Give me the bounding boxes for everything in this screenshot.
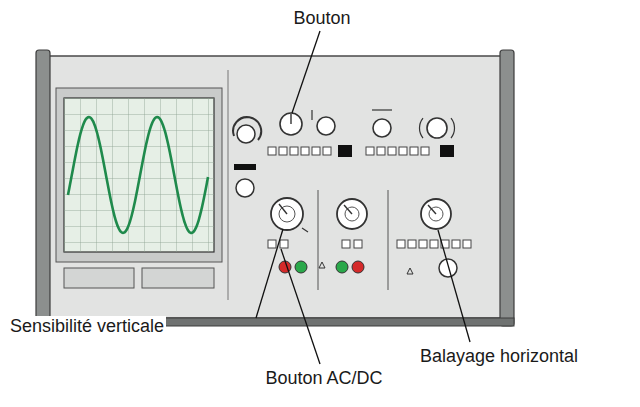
divider: [228, 70, 229, 300]
leader-line: [256, 31, 470, 364]
part-label: Bouton AC/DC: [263, 368, 384, 390]
part-label: Bouton: [291, 8, 352, 30]
knob: [236, 179, 254, 197]
part-label: Sensibilité verticale: [8, 316, 166, 338]
part-label: Balayage horizontal: [418, 346, 580, 368]
housing: [46, 56, 504, 318]
horizontal-sweep-knob: [421, 199, 451, 229]
button-row: [268, 147, 471, 248]
vertical-sensitivity-knob: [271, 198, 303, 230]
power-button: [439, 259, 457, 277]
screen: [64, 98, 214, 252]
divider: [388, 190, 389, 290]
divider: [318, 190, 319, 290]
sine-trace: [68, 117, 208, 233]
green-socket: [336, 261, 348, 273]
panel: [64, 268, 134, 288]
panel: [142, 268, 214, 288]
button-block: [338, 145, 352, 157]
knob: [373, 119, 391, 137]
ac-dc-buttons: [268, 240, 362, 248]
screen-grid: [64, 98, 214, 252]
knob: [237, 125, 255, 143]
red-socket: [352, 261, 364, 273]
screen-bezel: [56, 88, 222, 262]
green-socket: [295, 261, 307, 273]
knob: [317, 117, 335, 135]
knob: [337, 199, 367, 229]
knob: [427, 118, 447, 138]
button-block: [440, 145, 454, 157]
indicator-bar: [234, 164, 256, 170]
knob: [280, 113, 302, 135]
side-frame: [500, 50, 514, 326]
side-frame: [36, 50, 50, 326]
